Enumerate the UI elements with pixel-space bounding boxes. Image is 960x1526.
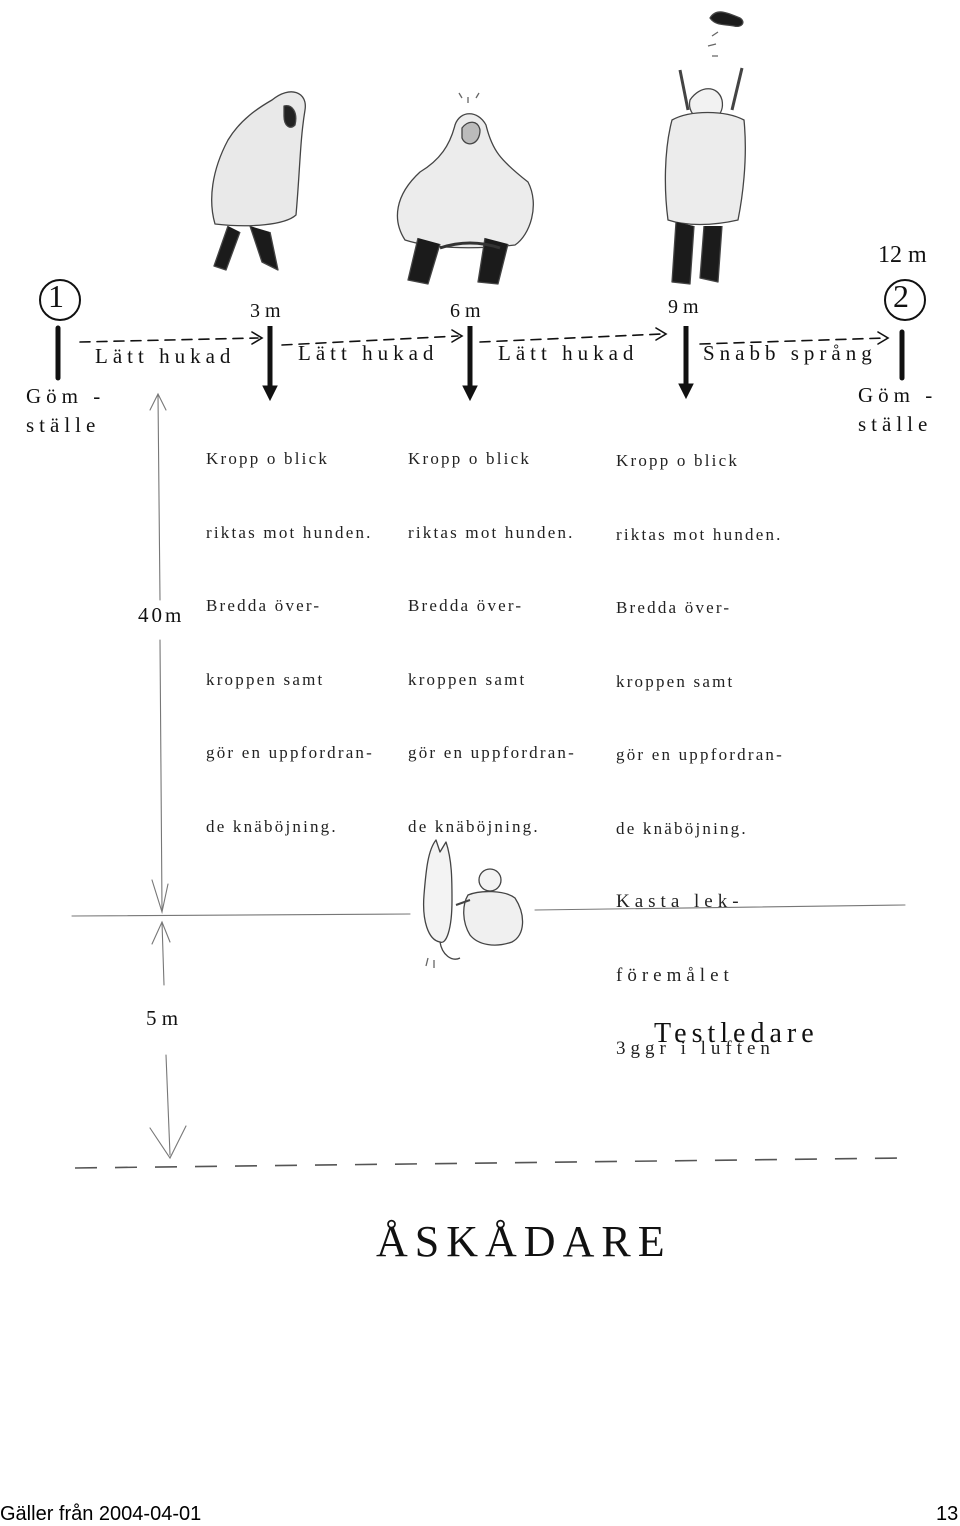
arrowhead-3 (655, 327, 668, 341)
end-marker-number: 2 (893, 278, 909, 314)
hide-right-line2: ställe (858, 412, 933, 436)
arrowhead-2 (451, 329, 464, 343)
thrown-object (709, 11, 744, 28)
instruction-9m: Kropp o blick riktas mot hunden. Bredda … (616, 451, 784, 1059)
measure-40m-bottom-arrow (151, 879, 169, 915)
handler-line-right (534, 904, 906, 911)
path-segment-3 (479, 333, 663, 343)
stop-arrow-3m (262, 385, 278, 402)
measure-40m-upper (157, 394, 161, 601)
vertical-distance-5m: 5 m (146, 1006, 179, 1030)
segment-label-4: Snabb språng (703, 341, 877, 365)
footer-valid-from: Gäller från 2004-04-01 (0, 1503, 202, 1525)
stop-distance-6m: 6 m (450, 300, 481, 322)
end-distance-label: 12 m (878, 242, 927, 268)
figure-crouched-walk (211, 91, 306, 271)
measure-5m-bottom-arrow (149, 1125, 187, 1160)
measure-40m-top-arrow (149, 392, 167, 411)
hide-left-line1: Göm - (26, 384, 106, 408)
path-segment-2 (281, 335, 459, 346)
hide-left-line2: ställe (26, 413, 101, 437)
arrowhead-4 (877, 331, 890, 345)
measure-5m-top-arrow (151, 920, 171, 945)
stop-distance-9m: 9 m (668, 296, 699, 318)
instruction-6m: Kropp o blick riktas mot hunden. Bredda … (408, 449, 576, 836)
segment-label-1: Lätt hukad (95, 344, 236, 368)
measure-40m-lower (159, 639, 163, 911)
end-marker-circle (884, 279, 926, 321)
handler-line-left (71, 913, 411, 917)
measure-5m-upper (161, 921, 165, 986)
segment-label-2: Lätt hukad (298, 341, 439, 365)
start-marker-number: 1 (48, 278, 64, 314)
figure-handler-with-dog (422, 839, 524, 968)
segment-label-3: Lätt hukad (498, 341, 639, 365)
spectator-line (74, 1157, 906, 1169)
vertical-distance-40m: 40m (138, 603, 185, 627)
stop-arrow-6m (462, 385, 478, 402)
instruction-3m: Kropp o blick riktas mot hunden. Bredda … (206, 449, 374, 836)
stop-distance-3m: 3 m (250, 300, 281, 322)
start-marker-circle (39, 279, 81, 321)
hide-right-line1: Göm - (858, 383, 938, 407)
path-segment-4 (699, 337, 886, 345)
figure-wide-squat (396, 92, 534, 285)
footer-page-number: 13 (936, 1503, 959, 1525)
handler (463, 890, 524, 946)
arrowhead-1 (251, 331, 264, 345)
path-segment-1 (79, 337, 259, 343)
test-leader-label: Testledare (654, 1018, 819, 1049)
measure-5m-lower (165, 1054, 171, 1156)
figure-throwing (664, 11, 746, 285)
spectators-label: ÅSKÅDARE (376, 1217, 672, 1266)
stop-arrow-9m (678, 383, 694, 400)
